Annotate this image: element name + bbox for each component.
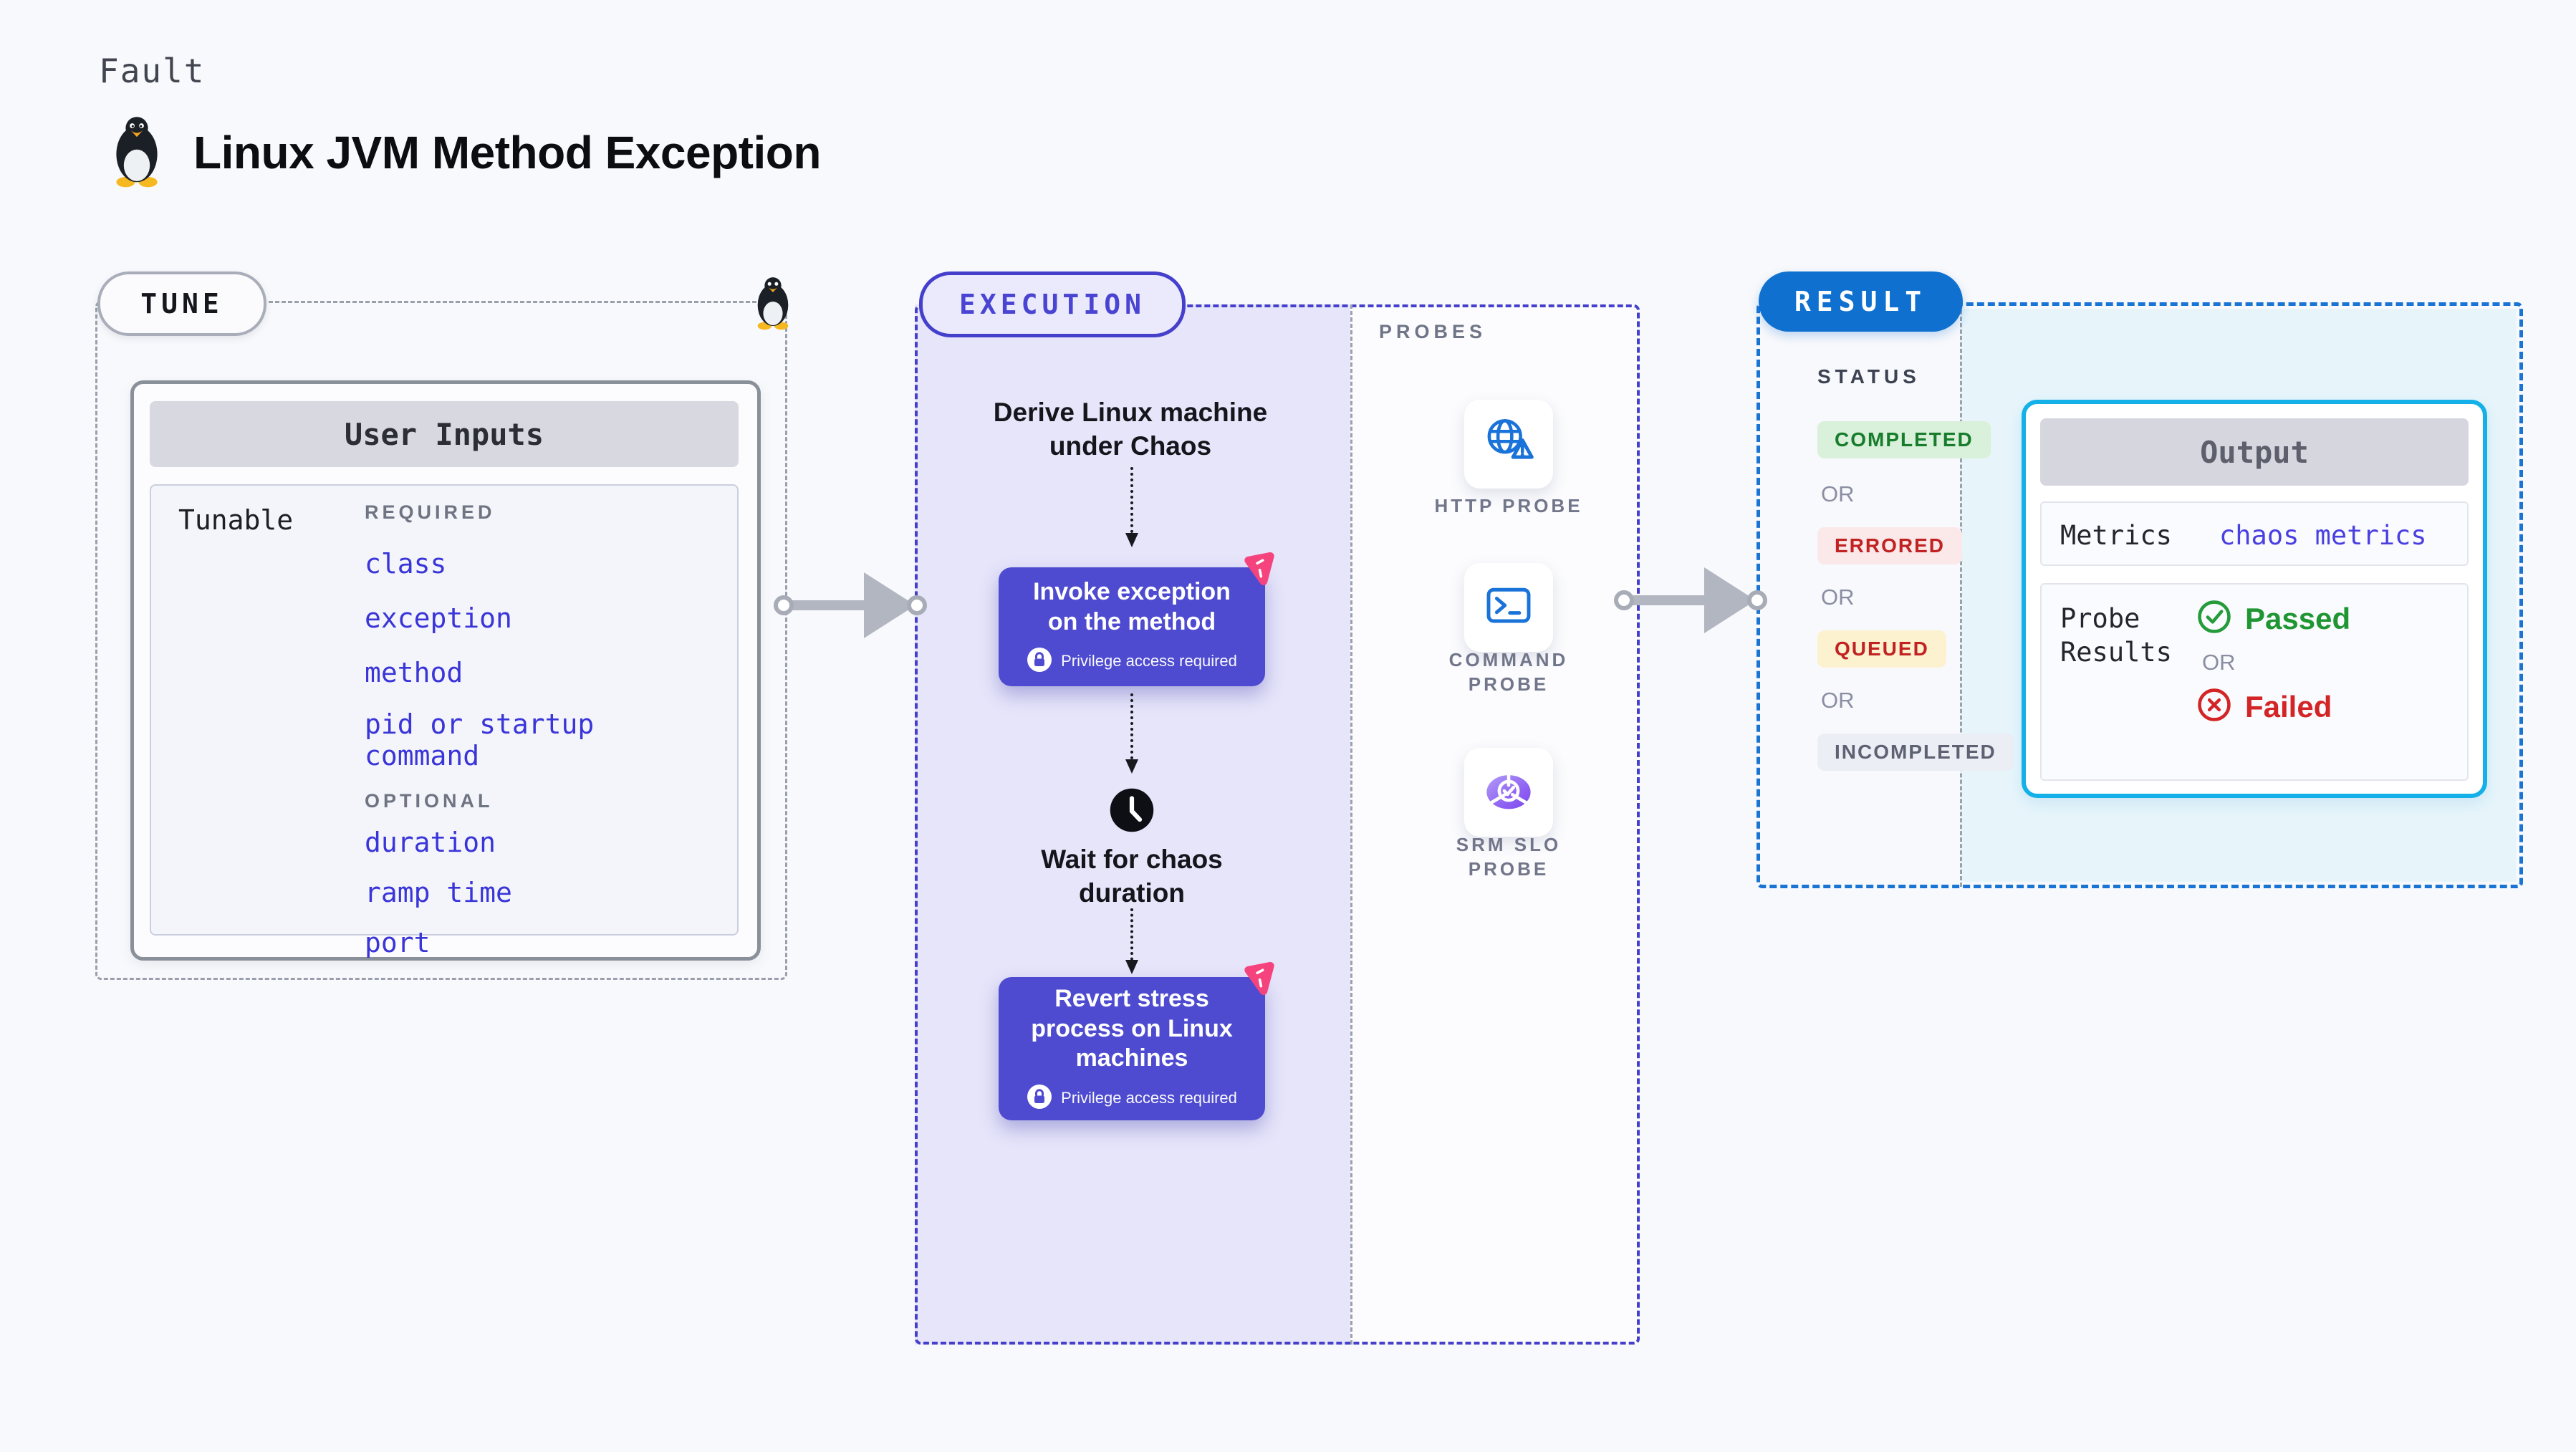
- srm-slo-probe-label: SRM SLO PROBE: [1456, 834, 1562, 880]
- lock-icon: [1027, 1084, 1052, 1113]
- page-title: Linux JVM Method Exception: [193, 126, 821, 178]
- passed-row: Passed: [2196, 599, 2350, 638]
- flow-arrow-down: [1125, 467, 1138, 547]
- probe-results-label: Probe Results: [2060, 603, 2172, 668]
- status-badge-completed: COMPLETED: [1817, 421, 1991, 458]
- or-label: OR: [1821, 585, 1855, 610]
- title-row: Linux JVM Method Exception: [106, 113, 821, 191]
- chaos-icon: [1241, 960, 1278, 1001]
- flow-arrow-down: [1125, 908, 1138, 974]
- user-inputs-card: User Inputs Tunable REQUIRED class excep…: [130, 380, 761, 961]
- failed-row: Failed: [2196, 687, 2350, 726]
- tunable-link-port[interactable]: port: [365, 927, 431, 958]
- status-badge-incompleted: INCOMPLETED: [1817, 734, 2014, 771]
- privilege-row: Privilege access required: [1027, 1084, 1237, 1113]
- globe-alert-icon: [1479, 413, 1539, 476]
- tunable-link-exception[interactable]: exception: [365, 602, 512, 634]
- execution-pill: EXECUTION: [919, 271, 1186, 337]
- x-circle-icon: [2196, 687, 2232, 726]
- or-label: OR: [1821, 688, 1855, 713]
- fault-kicker: Fault: [99, 52, 206, 90]
- check-circle-icon: [2196, 599, 2232, 638]
- http-probe-label: HTTP PROBE: [1434, 495, 1583, 516]
- or-label: OR: [2202, 650, 2236, 675]
- privilege-row: Privilege access required: [1027, 647, 1237, 676]
- output-card: Output Metrics chaos metrics Probe Resul…: [2022, 400, 2487, 798]
- http-probe-card: [1464, 400, 1553, 489]
- privilege-note: Privilege access required: [1061, 652, 1237, 670]
- or-label: OR: [1821, 481, 1855, 506]
- tunable-link-ramp-time[interactable]: ramp time: [365, 877, 512, 908]
- tunable-link-pid-or-startup-command[interactable]: pid or startup command: [365, 708, 595, 771]
- metrics-row: Metrics chaos metrics: [2040, 501, 2469, 566]
- status-badge-errored: ERRORED: [1817, 527, 1963, 564]
- lock-icon: [1027, 647, 1052, 676]
- failed-label: Failed: [2245, 689, 2332, 723]
- output-title: Output: [2040, 418, 2469, 486]
- optional-group-label: OPTIONAL: [365, 790, 494, 812]
- linux-penguin-icon: [106, 113, 168, 191]
- probe-results-row: Probe Results Passed OR: [2040, 583, 2469, 781]
- execution-probes-divider: [1350, 304, 1352, 1345]
- srm-slo-probe-card: [1464, 748, 1553, 837]
- chaos-icon: [1241, 550, 1278, 591]
- probes-heading: PROBES: [1379, 321, 1487, 342]
- command-probe-label: COMMAND PROBE: [1448, 649, 1569, 695]
- privilege-note: Privilege access required: [1061, 1089, 1237, 1107]
- tunables-panel: Tunable REQUIRED class exception method …: [150, 484, 739, 958]
- connector-dot: [1747, 590, 1767, 610]
- revert-node-label: Revert stress process on Linux machines: [1031, 985, 1233, 1072]
- tunable-row-label: Tunable: [178, 504, 294, 536]
- passed-label: Passed: [2245, 601, 2351, 635]
- tune-section-outline: [95, 301, 787, 980]
- user-inputs-title: User Inputs: [150, 401, 739, 467]
- flow-arrow-down: [1125, 693, 1138, 774]
- result-status-divider: [1960, 304, 1962, 887]
- step-revert-process-node: Revert stress process on Linux machines …: [999, 961, 1274, 1120]
- tunable-link-duration[interactable]: duration: [365, 827, 496, 858]
- step-invoke-exception-node: Invoke exception on the method Privilege…: [999, 552, 1274, 686]
- connector-dot: [907, 595, 927, 615]
- linux-penguin-small-icon: [751, 274, 795, 334]
- invoke-node-label: Invoke exception on the method: [1033, 578, 1231, 635]
- command-probe-card: [1464, 563, 1553, 652]
- tune-pill: TUNE: [97, 271, 266, 336]
- tunable-link-method[interactable]: method: [365, 657, 463, 688]
- status-heading: STATUS: [1817, 365, 1921, 388]
- status-badge-queued: QUEUED: [1817, 630, 1946, 668]
- required-group-label: REQUIRED: [365, 501, 496, 523]
- chaos-metrics-link[interactable]: chaos metrics: [2219, 520, 2427, 551]
- step-wait-duration: Wait for chaos duration: [1041, 845, 1223, 908]
- terminal-icon: [1479, 576, 1539, 640]
- connector-dot: [774, 595, 794, 615]
- clock-icon: [1108, 787, 1155, 837]
- arrow-execution-to-result: [1614, 564, 1767, 636]
- slo-pie-icon: [1479, 761, 1539, 824]
- connector-dot: [1614, 590, 1634, 610]
- metrics-label: Metrics: [2060, 520, 2172, 551]
- result-pill: RESULT: [1759, 271, 1963, 332]
- arrow-tune-to-execution: [774, 569, 927, 641]
- tunable-link-class[interactable]: class: [365, 548, 447, 580]
- step-derive-machine: Derive Linux machine under Chaos: [993, 398, 1268, 461]
